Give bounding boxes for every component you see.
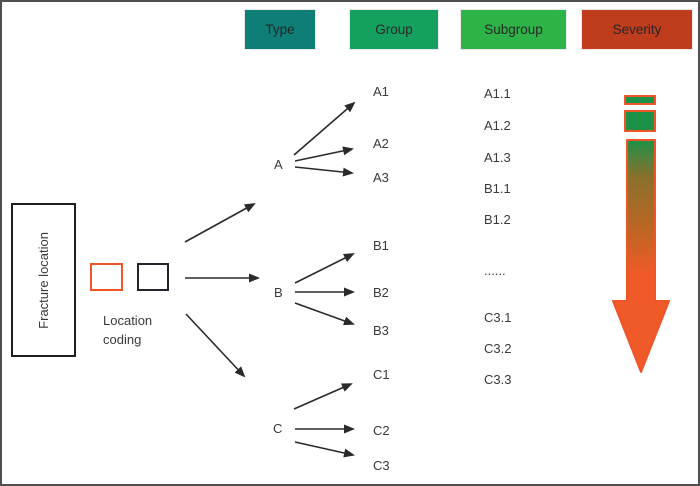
tree-node-type-b: B	[274, 285, 283, 300]
location-coding-label: Location coding	[103, 312, 152, 350]
tree-node-subgroup-b11: B1.1	[484, 181, 511, 196]
location-coding-line2: coding	[103, 331, 142, 347]
tree-node-subgroup-c33: C3.3	[484, 372, 512, 387]
tree-node-subgroup-a13: A1.3	[484, 150, 511, 165]
tree-node-type-c: C	[273, 421, 283, 436]
fracture-location-label: Fracture location	[36, 231, 51, 329]
tree-node-subgroup-a12: A1.2	[484, 118, 511, 133]
tree-node-group-c3: C3	[373, 458, 390, 473]
tree-node-group-c1: C1	[373, 367, 390, 382]
tree-node-group-a1: A1	[373, 84, 389, 99]
header-group-label: Group	[375, 22, 413, 37]
arrow-b-to-b3	[294, 302, 355, 326]
tree-node-subgroup-b12: B1.2	[484, 212, 511, 227]
tree-node-subgroup-c32: C3.2	[484, 341, 512, 356]
arrow-a-to-a1	[293, 101, 356, 156]
header-subgroup: Subgroup	[460, 9, 567, 50]
tree-node-group-a2: A2	[373, 136, 389, 151]
header-group: Group	[349, 9, 439, 50]
severity-scale-box-1	[624, 95, 656, 105]
header-type-label: Type	[265, 22, 295, 37]
tree-node-subgroup-a11: A1.1	[484, 86, 511, 101]
arrow-coding-to-c	[185, 313, 246, 378]
fracture-location-box: Fracture location	[11, 203, 76, 357]
tree-node-group-b3: B3	[373, 323, 389, 338]
header-subgroup-label: Subgroup	[484, 22, 543, 37]
tree-node-group-b1: B1	[373, 238, 389, 253]
tree-node-group-b2: B2	[373, 285, 389, 300]
arrow-a-to-a2	[294, 146, 354, 162]
arrow-coding-to-a	[184, 203, 256, 243]
location-coding-orange-square	[90, 263, 123, 291]
arrow-c-to-c1	[293, 383, 353, 410]
arrow-b-to-b1	[294, 253, 355, 284]
arrow-a-to-a3	[294, 166, 354, 177]
tree-node-group-a3: A3	[373, 170, 389, 185]
severity-scale-box-2	[624, 110, 656, 132]
tree-node-type-a: A	[274, 157, 283, 172]
tree-node-group-c2: C2	[373, 423, 390, 438]
location-coding-line1: Location	[103, 313, 153, 328]
location-coding-black-square	[137, 263, 169, 291]
arrow-c-to-c3	[294, 441, 355, 458]
severity-gradient-arrow	[612, 139, 670, 373]
tree-node-subgroup-ellipsis: ......	[484, 263, 506, 278]
header-type: Type	[244, 9, 316, 50]
tree-node-subgroup-c31: C3.1	[484, 310, 512, 325]
header-severity-label: Severity	[612, 22, 662, 37]
header-severity: Severity	[581, 9, 693, 50]
